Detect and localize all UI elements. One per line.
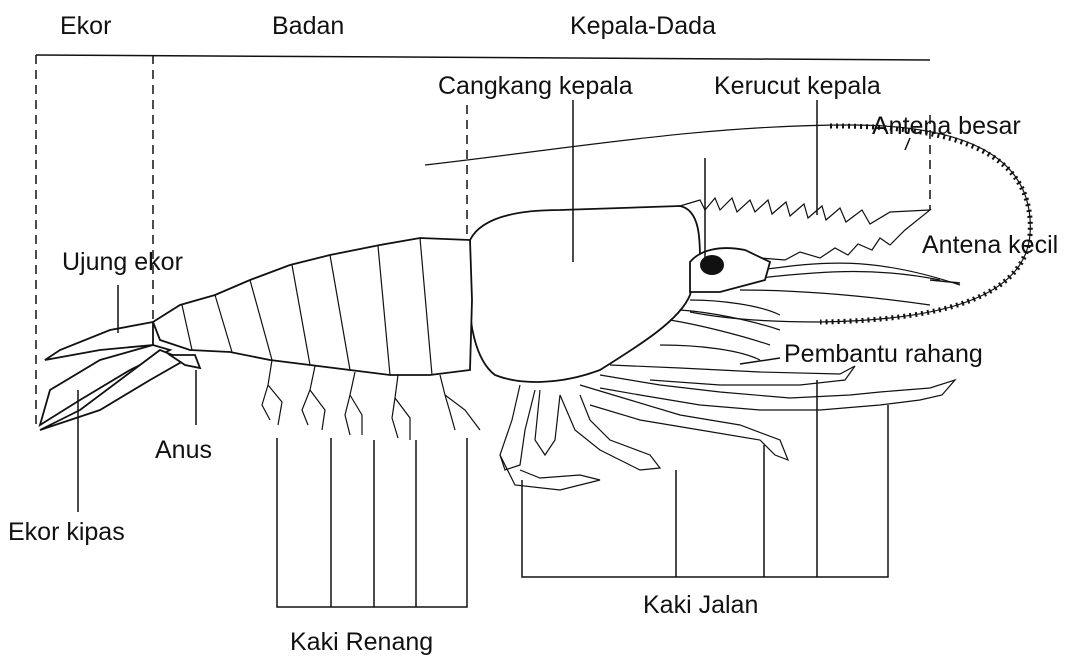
label-kepala-dada: Kepala-Dada [570, 12, 716, 40]
label-anus: Anus [155, 436, 212, 464]
walking-legs [500, 365, 955, 490]
label-ujung-ekor: Ujung ekor [62, 248, 183, 276]
label-antena-kecil: Antena kecil [922, 231, 1058, 259]
label-pembantu-rahang: Pembantu rahang [784, 340, 983, 368]
label-ekor: Ekor [60, 12, 111, 40]
label-ekor-kipas: Ekor kipas [8, 518, 125, 546]
label-kerucut-kepala: Kerucut kepala [714, 72, 881, 100]
abdomen [153, 238, 472, 375]
label-kaki-jalan: Kaki Jalan [643, 591, 758, 619]
label-kaki-renang: Kaki Renang [290, 628, 433, 656]
antenna-small [740, 263, 960, 305]
label-antena-besar: Antena besar [872, 112, 1021, 140]
label-cangkang-kepala: Cangkang kepala [438, 72, 633, 100]
label-badan: Badan [272, 12, 344, 40]
